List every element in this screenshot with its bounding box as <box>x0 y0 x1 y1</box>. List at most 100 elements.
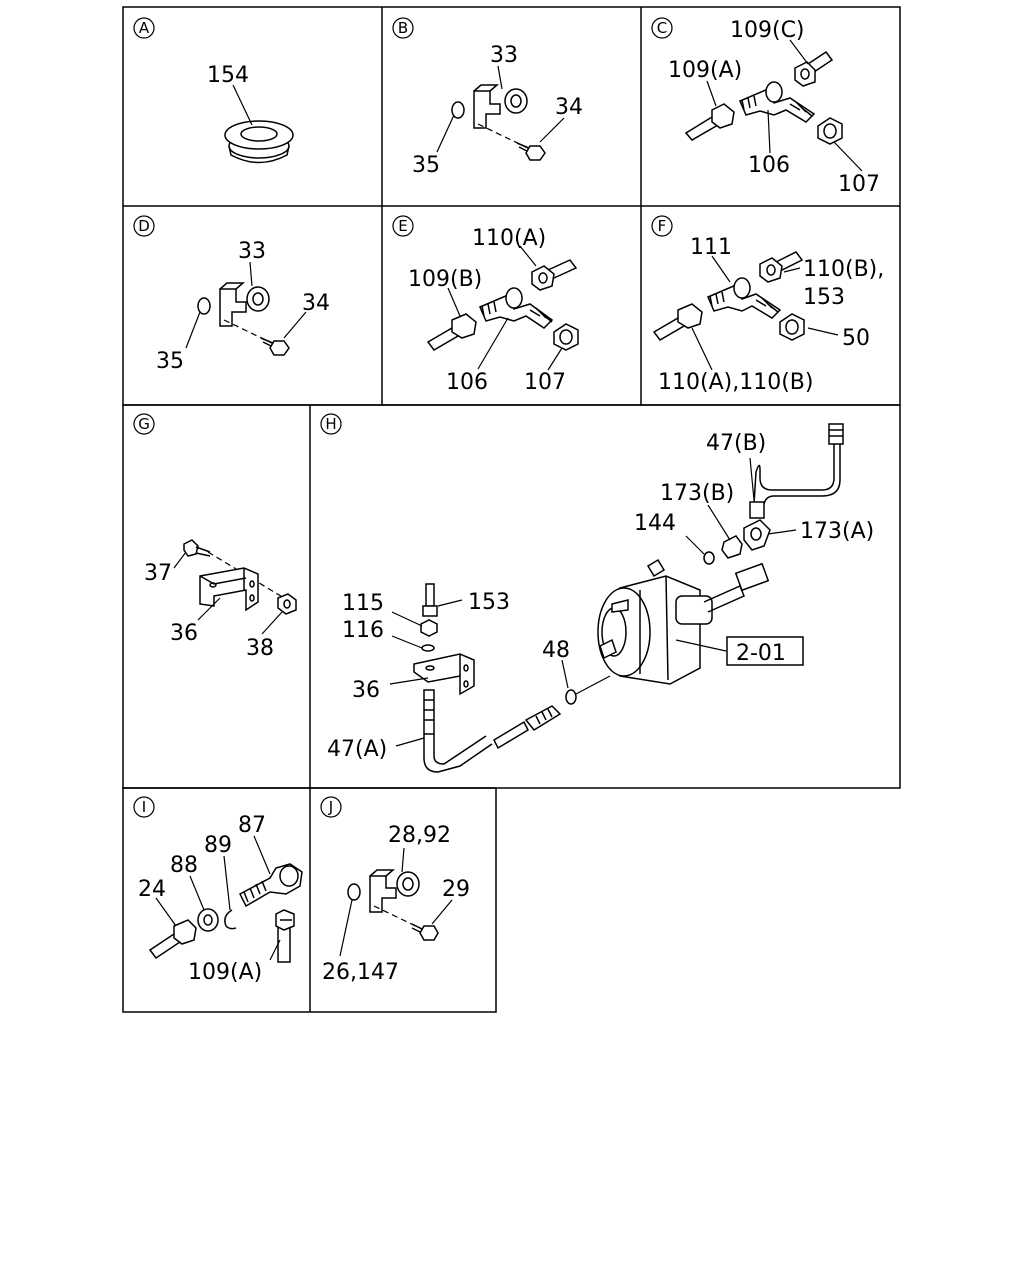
panel-b: B 33 34 35 <box>392 17 583 178</box>
part-35-washer-d <box>197 297 211 315</box>
label-89: 89 <box>204 833 232 858</box>
label-106-e: 106 <box>446 370 488 395</box>
panel-d-letter: D <box>138 217 150 235</box>
label-110a-e: 110(A) <box>472 226 546 251</box>
panel-frames <box>122 6 901 1013</box>
panel-d: D 33 34 35 <box>133 215 330 374</box>
part-50-nut <box>779 313 805 341</box>
label-34: 34 <box>555 95 583 120</box>
panel-i-letter: I <box>142 798 146 816</box>
panel-i: I 87 88 89 24 109(A) <box>133 796 303 985</box>
part-153-bolt <box>422 583 438 617</box>
label-111: 111 <box>690 235 732 260</box>
label-88: 88 <box>170 853 198 878</box>
label-110b: 110(B), <box>803 257 884 282</box>
panel-g-badge <box>133 413 155 435</box>
label-36-h: 36 <box>352 678 380 703</box>
part-173a-elbow <box>743 519 771 551</box>
part-29-bolt <box>411 923 439 941</box>
label-173a: 173(A) <box>800 519 874 544</box>
part-36-bracket-g <box>199 567 259 612</box>
part-33-bracket <box>473 84 528 129</box>
label-109a: 109(A) <box>668 58 742 83</box>
panel-c-letter: C <box>657 19 667 37</box>
label-47a: 47(A) <box>327 737 387 762</box>
part-111-tee <box>707 277 782 319</box>
part-107-nut-e <box>553 323 579 351</box>
panel-e-letter: E <box>398 217 407 235</box>
part-37-bolt <box>183 539 211 557</box>
part-2-01-cylinder <box>597 558 770 685</box>
label-47b: 47(B) <box>706 431 766 456</box>
part-110a-fitting-f <box>652 303 703 341</box>
part-47a-pipe <box>423 689 562 773</box>
panel-a: A 154 <box>133 17 294 164</box>
part-109c-fitting <box>794 50 834 87</box>
panel-e-badge <box>392 215 414 237</box>
part-33-bracket-d <box>219 282 270 327</box>
part-34-bolt-d <box>260 337 290 356</box>
panel-h: H <box>320 413 874 773</box>
panel-f: F 111 110(B), 153 50 110(A),110(B) <box>651 215 884 395</box>
part-34-bolt <box>516 142 546 161</box>
label-35: 35 <box>412 153 440 178</box>
part-89-clip <box>224 909 237 930</box>
label-116: 116 <box>342 618 384 643</box>
panel-c-badge <box>651 17 673 39</box>
label-48: 48 <box>542 638 570 663</box>
part-154-grommet <box>224 120 294 164</box>
label-109b-e: 109(B) <box>408 267 482 292</box>
label-28-92: 28,92 <box>388 823 451 848</box>
panel-j-badge <box>320 796 342 818</box>
panel-d-badge <box>133 215 155 237</box>
part-24-fitting <box>148 919 197 960</box>
panel-g-letter: G <box>138 415 150 433</box>
label-37: 37 <box>144 561 172 586</box>
label-24: 24 <box>138 877 166 902</box>
part-47b-pipe <box>749 423 844 519</box>
panel-f-badge <box>651 215 673 237</box>
part-106-tee <box>739 81 816 123</box>
label-107: 107 <box>838 172 880 197</box>
label-26-147: 26,147 <box>322 960 399 985</box>
label-107-e: 107 <box>524 370 566 395</box>
label-38: 38 <box>246 636 274 661</box>
panel-f-letter: F <box>658 217 667 235</box>
panel-j-letter: J <box>328 798 333 816</box>
label-34-d: 34 <box>302 291 330 316</box>
label-144: 144 <box>634 511 676 536</box>
label-173b: 173(B) <box>660 481 734 506</box>
part-35-washer <box>451 101 465 119</box>
part-109a-fitting <box>684 103 735 141</box>
part-116-washer <box>421 644 435 652</box>
panel-c: C 109(C) 109(A) 106 107 <box>651 17 880 197</box>
panel-b-letter: B <box>398 19 408 37</box>
ref-box-2-01 <box>726 636 804 666</box>
part-107-nut <box>817 117 843 145</box>
panel-h-badge <box>320 413 342 435</box>
label-50: 50 <box>842 326 870 351</box>
panel-a-letter: A <box>139 19 150 37</box>
panel-b-badge <box>392 17 414 39</box>
label-106: 106 <box>748 153 790 178</box>
part-106-tee-e <box>479 287 554 329</box>
part-88-washer <box>197 908 219 932</box>
label-153-h: 153 <box>468 590 510 615</box>
label-33: 33 <box>490 43 518 68</box>
part-109a-fitting-i <box>275 909 295 963</box>
part-173b-fitting <box>721 535 743 559</box>
label-87: 87 <box>238 813 266 838</box>
panel-i-badge <box>133 796 155 818</box>
part-115-nut <box>420 619 438 637</box>
part-109b-fitting-e <box>426 313 477 351</box>
part-26-washer <box>347 883 361 901</box>
panel-g: G 37 36 38 <box>133 413 297 661</box>
panel-j: J 28,92 29 26,147 <box>320 796 470 985</box>
label-109c: 109(C) <box>730 18 805 43</box>
part-38-nut <box>277 593 297 615</box>
label-115: 115 <box>342 591 384 616</box>
part-48-washer <box>565 689 577 705</box>
panel-a-badge <box>133 17 155 39</box>
label-35-d: 35 <box>156 349 184 374</box>
part-110a-fitting-e <box>531 259 578 291</box>
